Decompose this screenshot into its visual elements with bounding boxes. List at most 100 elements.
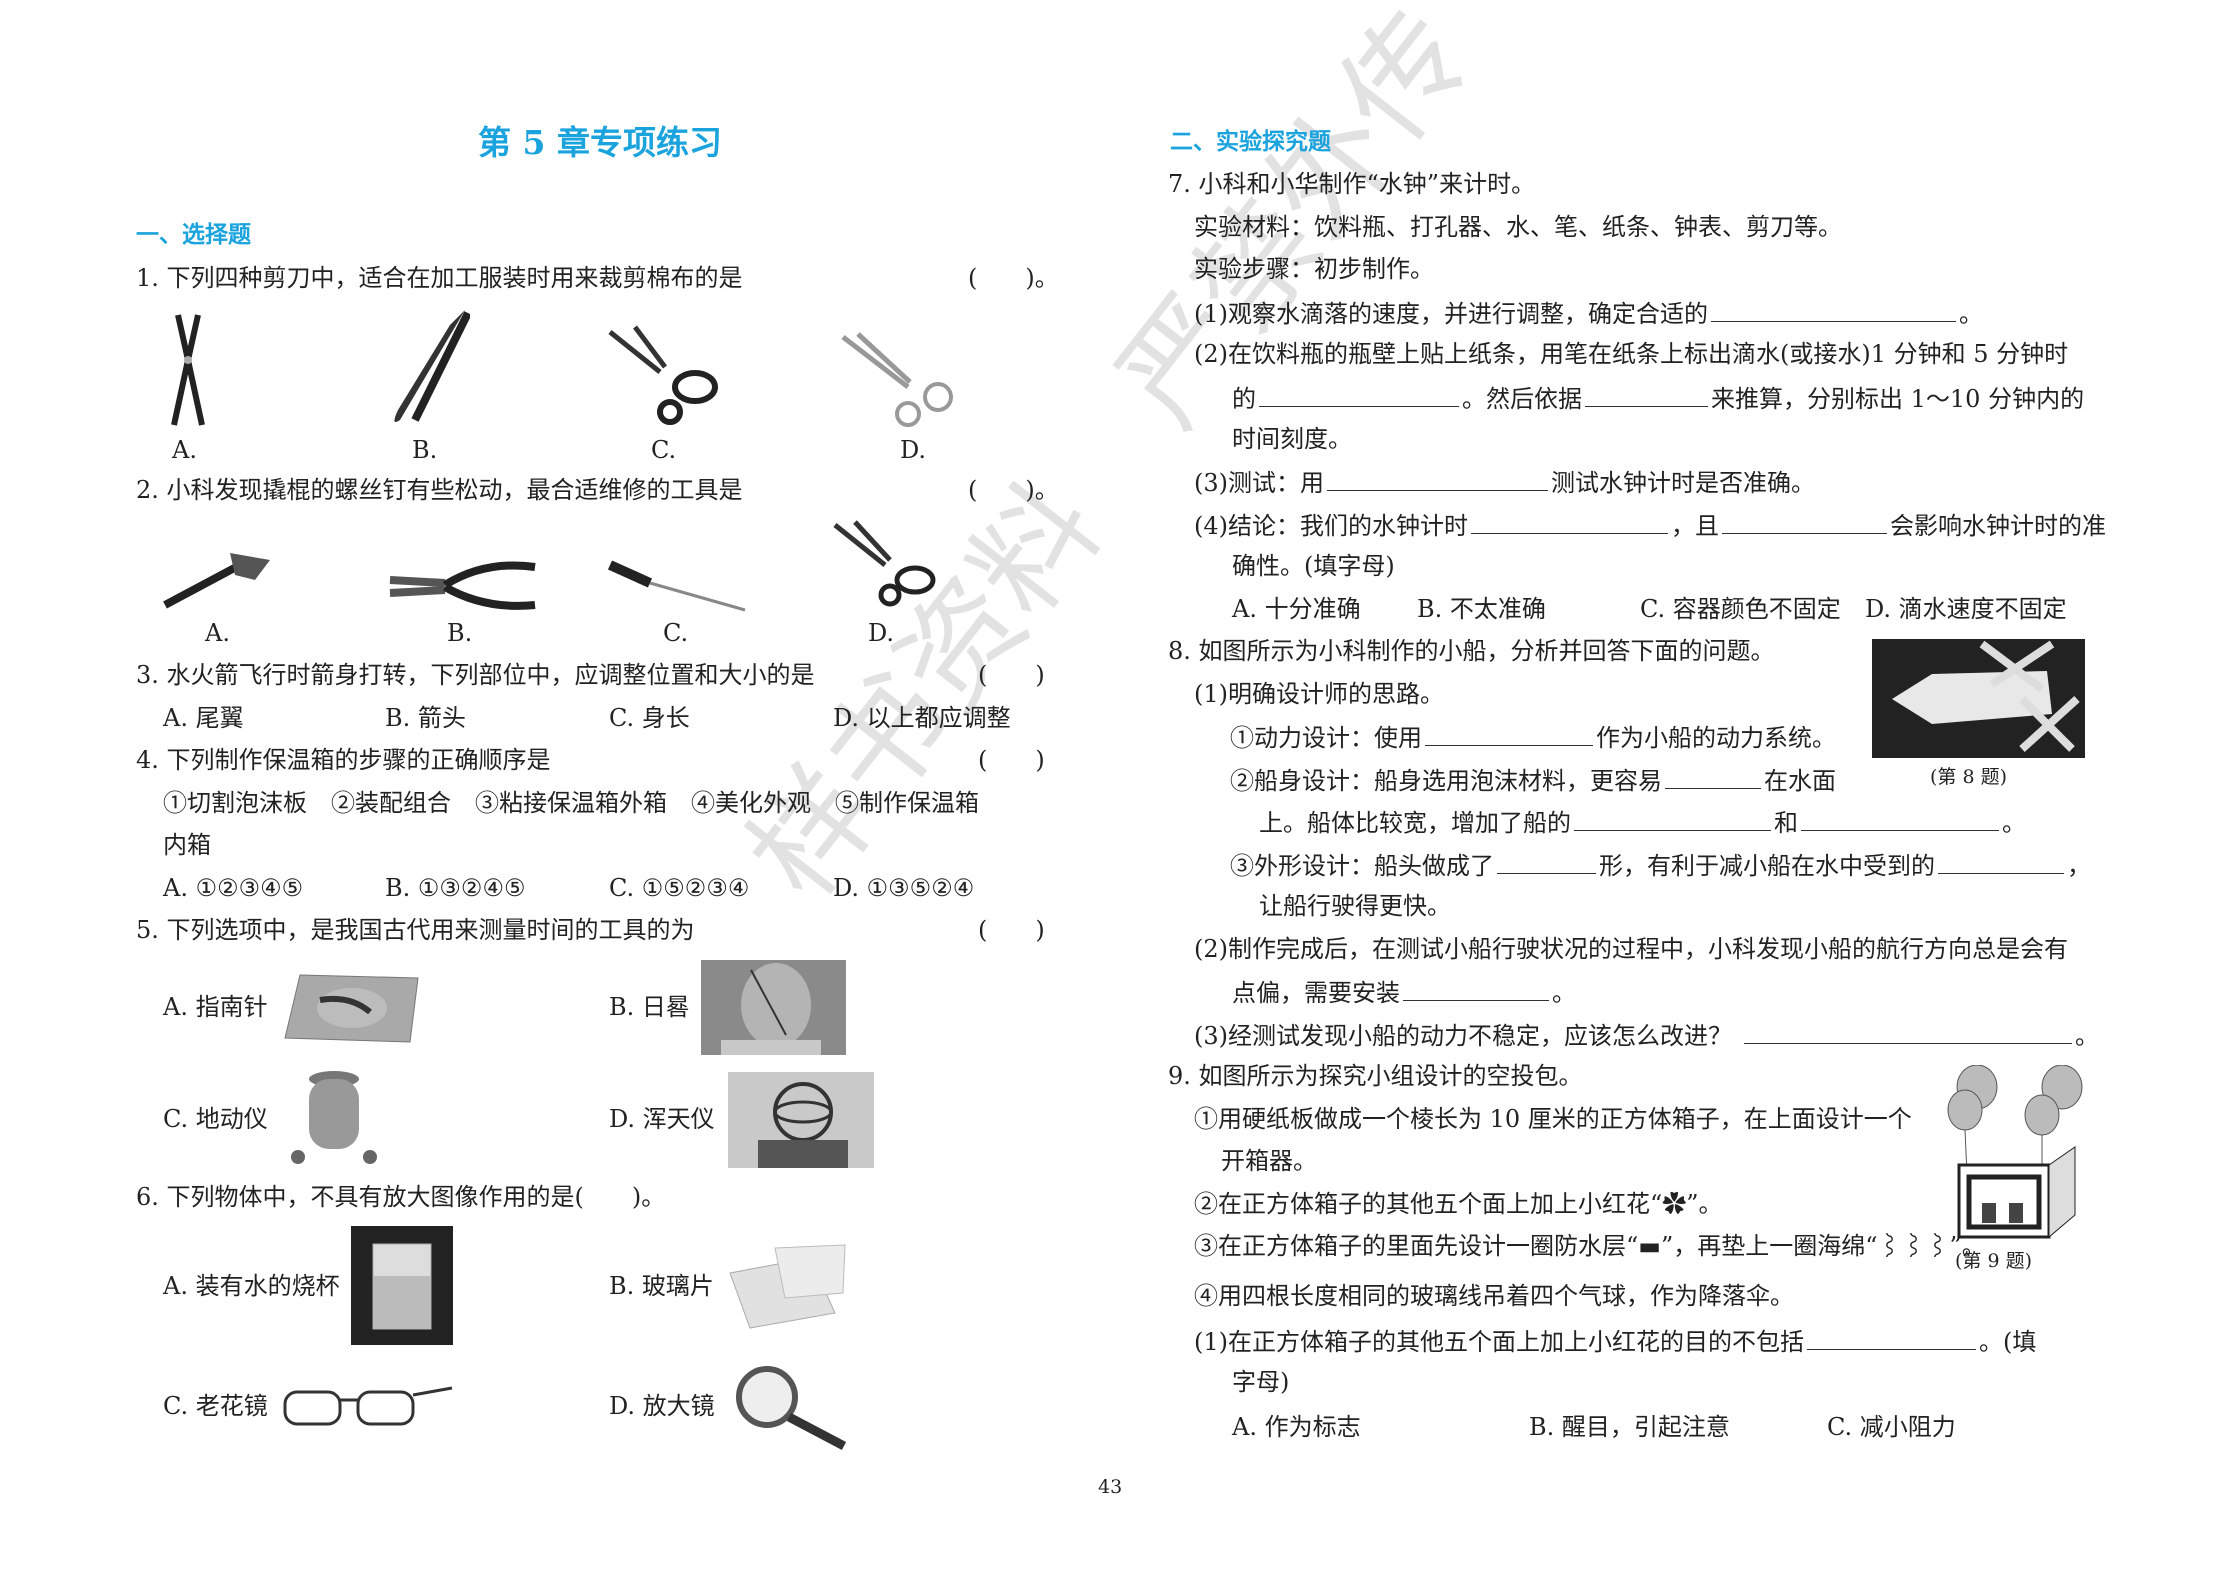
q8-part2-cont: 点偏，需要安装。 bbox=[1232, 976, 1576, 1008]
magnifying-glass-image bbox=[736, 1366, 847, 1450]
answer-blank[interactable] bbox=[1744, 1019, 2072, 1044]
q8-hull-design-cont: 上。船体比较宽，增加了船的和。 bbox=[1259, 806, 2026, 838]
q9-option-c[interactable]: C. 减小阻力 bbox=[1827, 1413, 1956, 1441]
answer-blank[interactable] bbox=[1327, 466, 1548, 491]
q2-option-c[interactable]: C. bbox=[663, 619, 689, 647]
q2-option-b[interactable]: B. bbox=[447, 619, 473, 647]
q5-option-d[interactable]: D. 浑天仪 bbox=[609, 1105, 715, 1133]
q2-option-a[interactable]: A. bbox=[205, 619, 230, 647]
hammer-image bbox=[163, 553, 270, 609]
q4-steps-cont: 内箱 bbox=[163, 831, 211, 859]
text: 测试水钟计时是否准确。 bbox=[1551, 469, 1815, 497]
q6-stem: 6. 下列物体中，不具有放大图像作用的是( )。 bbox=[136, 1183, 666, 1211]
text: (3)经测试发现小船的动力不稳定，应该怎么改进？ bbox=[1194, 1022, 1732, 1050]
text: ， bbox=[2067, 852, 2091, 880]
q8-hull-design: ②船身设计：船身选用泡沫材料，更容易在水面 bbox=[1230, 764, 1836, 796]
q3-option-c[interactable]: C. 身长 bbox=[609, 704, 690, 732]
q3-option-b[interactable]: B. 箭头 bbox=[385, 704, 466, 732]
q4-option-c[interactable]: C. ①⑤②③④ bbox=[609, 874, 750, 902]
q3-option-d[interactable]: D. 以上都应调整 bbox=[833, 704, 1011, 732]
q8-shape-design: ③外形设计：船头做成了形，有利于减小船在水中受到的， bbox=[1230, 849, 2091, 881]
section-heading-choice: 一、选择题 bbox=[136, 221, 251, 248]
lopper-shears-image bbox=[171, 314, 205, 426]
q4-stem: 4. 下列制作保温箱的步骤的正确顺序是 bbox=[136, 746, 551, 774]
sundial-image bbox=[701, 960, 846, 1055]
q5-option-a[interactable]: A. 指南针 bbox=[163, 993, 268, 1021]
text: (4)结论：我们的水钟计时 bbox=[1194, 512, 1468, 540]
glass-sheet-image bbox=[729, 1244, 846, 1329]
answer-blank[interactable] bbox=[1585, 382, 1708, 407]
q3-option-a[interactable]: A. 尾翼 bbox=[163, 704, 244, 732]
q6-option-a[interactable]: A. 装有水的烧杯 bbox=[163, 1272, 340, 1300]
q7-option-c[interactable]: C. 容器颜色不固定 bbox=[1640, 595, 1841, 623]
text: (1)观察水滴落的速度，并进行调整，确定合适的 bbox=[1194, 300, 1708, 328]
q1-option-d[interactable]: D. bbox=[900, 436, 927, 464]
section-heading-experiment: 二、实验探究题 bbox=[1170, 128, 1331, 155]
q4-option-a[interactable]: A. ①②③④⑤ bbox=[163, 874, 304, 902]
answer-blank[interactable] bbox=[1722, 509, 1887, 534]
paper-boat-image bbox=[1872, 639, 2085, 758]
q2-stem: 2. 小科发现撬棍的螺丝钉有些松动，最合适维修的工具是 bbox=[136, 476, 743, 504]
q7-option-b[interactable]: B. 不太准确 bbox=[1417, 595, 1546, 623]
q7-part2-cont: 的。然后依据来推算，分别标出 1～10 分钟内的 bbox=[1232, 382, 2084, 414]
q7-option-a[interactable]: A. 十分准确 bbox=[1232, 595, 1361, 623]
answer-blank[interactable] bbox=[1403, 976, 1549, 1001]
page-number: 43 bbox=[1098, 1476, 1123, 1498]
answer-blank[interactable] bbox=[1807, 1325, 1976, 1350]
text: 和 bbox=[1774, 809, 1798, 837]
text: 点偏，需要安装 bbox=[1232, 979, 1400, 1007]
q1-option-b[interactable]: B. bbox=[412, 436, 438, 464]
q9-figure-caption: (第 9 题) bbox=[1955, 1250, 2032, 1272]
q5-option-b[interactable]: B. 日晷 bbox=[609, 993, 690, 1021]
q7-materials: 实验材料：饮料瓶、打孔器、水、笔、纸条、钟表、剪刀等。 bbox=[1194, 213, 1842, 241]
answer-blank[interactable] bbox=[1574, 806, 1771, 831]
q7-part3: (3)测试：用测试水钟计时是否准确。 bbox=[1194, 466, 1815, 498]
q9-option-a[interactable]: A. 作为标志 bbox=[1232, 1413, 1361, 1441]
q1-answer-paren[interactable]: ( )。 bbox=[968, 264, 1059, 292]
answer-blank[interactable] bbox=[1471, 509, 1668, 534]
q1-stem: 1. 下列四种剪刀中，适合在加工服装时用来裁剪棉布的是 bbox=[136, 264, 743, 292]
q7-part4-cont: 确性。(填字母) bbox=[1232, 552, 1395, 580]
answer-blank[interactable] bbox=[1497, 849, 1596, 874]
text: 。 bbox=[2002, 809, 2026, 837]
q7-steps: 实验步骤：初步制作。 bbox=[1194, 255, 1434, 283]
q3-answer-paren[interactable]: ( ) bbox=[978, 661, 1045, 689]
q7-option-d[interactable]: D. 滴水速度不固定 bbox=[1865, 595, 2067, 623]
thread-snips-image bbox=[394, 310, 470, 423]
answer-blank[interactable] bbox=[1425, 721, 1593, 746]
q1-option-c[interactable]: C. bbox=[651, 436, 677, 464]
text: 。(填 bbox=[1979, 1328, 2037, 1356]
answer-blank[interactable] bbox=[1938, 849, 2064, 874]
q9-step1-cont: 开箱器。 bbox=[1221, 1147, 1317, 1175]
q7-part4: (4)结论：我们的水钟计时，且会影响水钟计时的准 bbox=[1194, 509, 2106, 541]
answer-blank[interactable] bbox=[1259, 382, 1459, 407]
q4-option-d[interactable]: D. ①③⑤②④ bbox=[833, 874, 975, 902]
q4-answer-paren[interactable]: ( ) bbox=[978, 746, 1045, 774]
q8-part2: (2)制作完成后，在测试小船行驶状况的过程中，小科发现小船的航行方向总是会有 bbox=[1194, 935, 2068, 963]
q1-option-a[interactable]: A. bbox=[172, 436, 197, 464]
q4-option-b[interactable]: B. ①③②④⑤ bbox=[385, 874, 526, 902]
q2-answer-paren[interactable]: ( )。 bbox=[968, 476, 1059, 504]
q9-step1: ①用硬纸板做成一个棱长为 10 厘米的正方体箱子，在上面设计一个 bbox=[1194, 1105, 1912, 1133]
text: ②船身设计：船身选用泡沫材料，更容易 bbox=[1230, 767, 1662, 795]
q5-option-c[interactable]: C. 地动仪 bbox=[163, 1105, 268, 1133]
q9-part1: (1)在正方体箱子的其他五个面上加上小红花的目的不包括。(填 bbox=[1194, 1325, 2036, 1357]
q3-stem: 3. 水火箭飞行时箭身打转，下列部位中，应调整位置和大小的是 bbox=[136, 661, 815, 689]
q6-option-c[interactable]: C. 老花镜 bbox=[163, 1392, 268, 1420]
page-title: 第 5 章专项练习 bbox=[478, 123, 722, 162]
q6-option-b[interactable]: B. 玻璃片 bbox=[609, 1272, 714, 1300]
thinning-scissors-image bbox=[841, 332, 953, 427]
q8-stem: 8. 如图所示为小科制作的小船，分析并回答下面的问题。 bbox=[1168, 637, 1775, 665]
q7-part2-end: 时间刻度。 bbox=[1232, 425, 1352, 453]
q9-option-b[interactable]: B. 醒目，引起注意 bbox=[1529, 1413, 1730, 1441]
tailor-scissors-image bbox=[608, 325, 718, 425]
text: ①动力设计：使用 bbox=[1230, 724, 1422, 752]
q2-option-d[interactable]: D. bbox=[868, 619, 895, 647]
answer-blank[interactable] bbox=[1711, 297, 1956, 322]
q6-option-d[interactable]: D. 放大镜 bbox=[609, 1392, 715, 1420]
q5-answer-paren[interactable]: ( ) bbox=[978, 916, 1045, 944]
text: 。 bbox=[1959, 300, 1983, 328]
answer-blank[interactable] bbox=[1801, 806, 1999, 831]
answer-blank[interactable] bbox=[1665, 764, 1761, 789]
compass-image bbox=[284, 974, 419, 1043]
